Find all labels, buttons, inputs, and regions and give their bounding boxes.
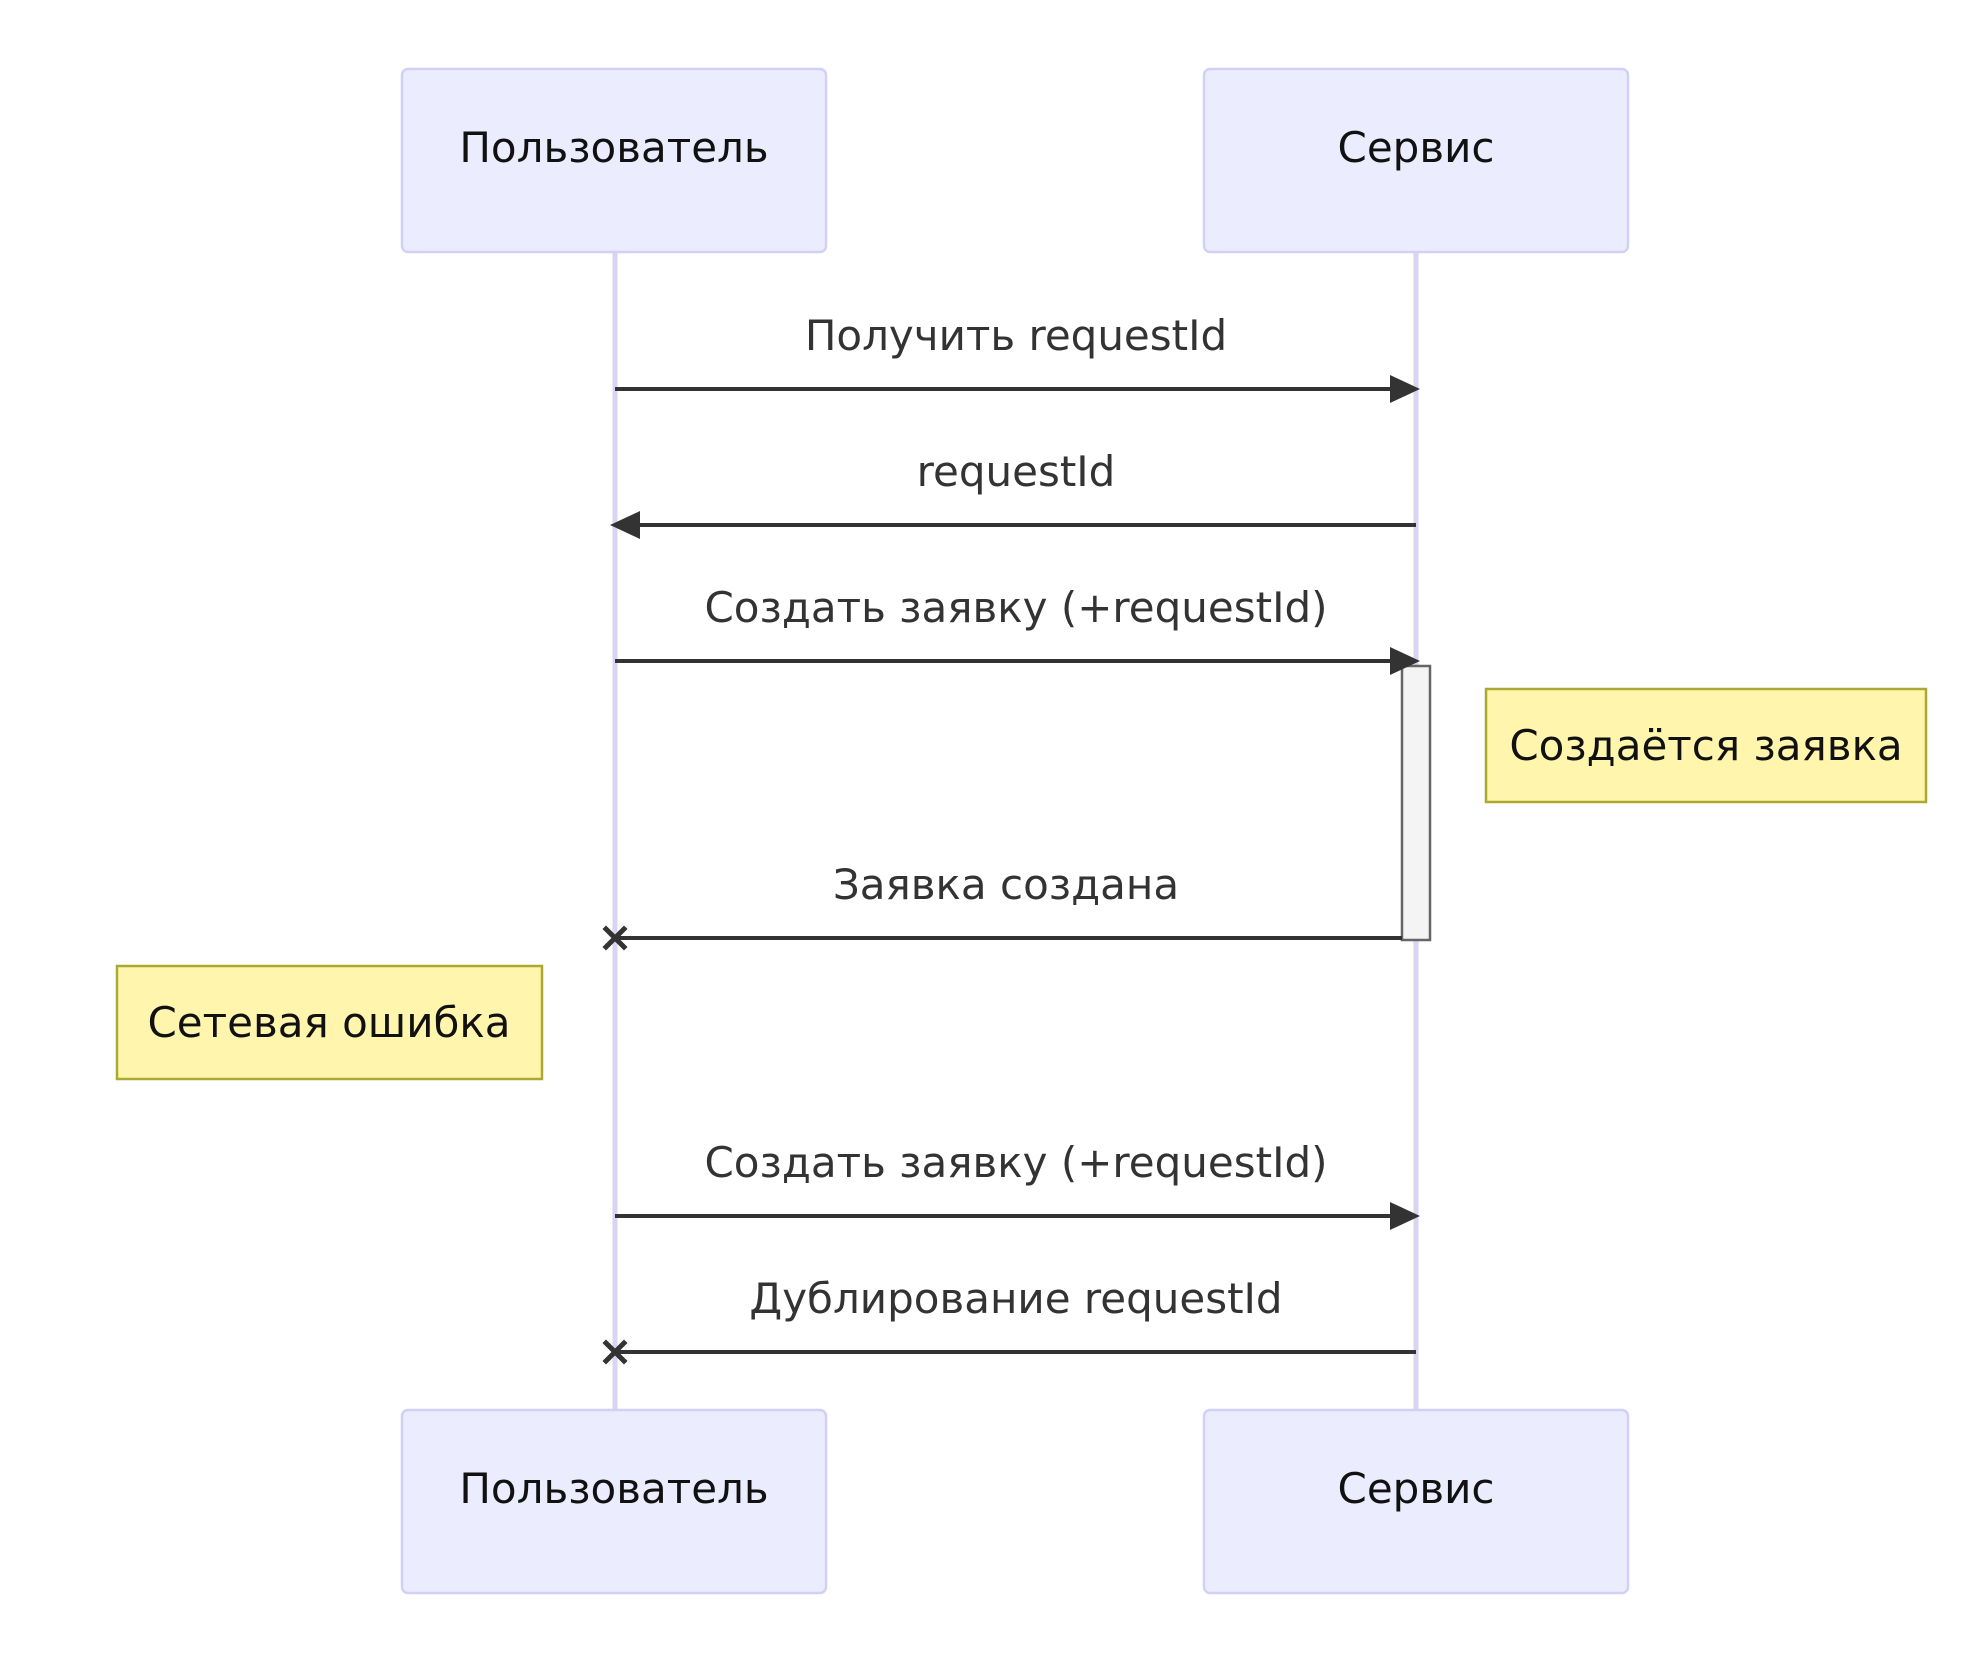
actor-box [1202,67,1630,254]
note-network-error: Сетевая ошибка [115,964,544,1081]
actor-label: Сервис [1338,123,1495,172]
arrow-head-icon [610,511,640,539]
message-label: Заявка создана [833,860,1179,909]
message-label: Создать заявку (+requestId) [704,1138,1327,1187]
message-get-request-id: Получить requestId [615,311,1420,403]
actor-label: Сервис [1338,1464,1495,1513]
message-request-id-response: requestId [610,447,1416,539]
actor-box [1202,1408,1630,1595]
message-duplicate-request-id: Дублирование requestId [602,1274,1416,1365]
actor-top-service[interactable]: Сервис [1202,67,1630,254]
message-label: Получить requestId [805,311,1227,360]
actor-bottom-user[interactable]: Пользователь [400,1408,828,1595]
message-create-request-1: Создать заявку (+requestId) [615,583,1420,675]
cross-icon [602,1339,628,1365]
actor-top-user[interactable]: Пользователь [400,67,828,254]
note-label: Создаётся заявка [1509,721,1902,770]
actor-bottom-service[interactable]: Сервис [1202,1408,1630,1595]
actor-label: Пользователь [459,1464,768,1513]
note-box [1484,687,1928,804]
message-label: requestId [917,447,1116,496]
message-label: Дублирование requestId [749,1274,1282,1323]
message-request-created: Заявка создана [602,860,1402,951]
activation-bar-service [1400,664,1432,942]
arrow-head-icon [1390,647,1420,675]
message-label: Создать заявку (+requestId) [704,583,1327,632]
arrow-head-icon [1390,1202,1420,1230]
note-box [115,964,544,1081]
note-request-creating: Создаётся заявка [1484,687,1928,804]
arrow-head-icon [1390,375,1420,403]
actor-box [400,67,828,254]
note-label: Сетевая ошибка [147,998,510,1047]
message-create-request-2: Создать заявку (+requestId) [615,1138,1420,1230]
cross-icon [602,925,628,951]
actor-label: Пользователь [459,123,768,172]
actor-box [400,1408,828,1595]
